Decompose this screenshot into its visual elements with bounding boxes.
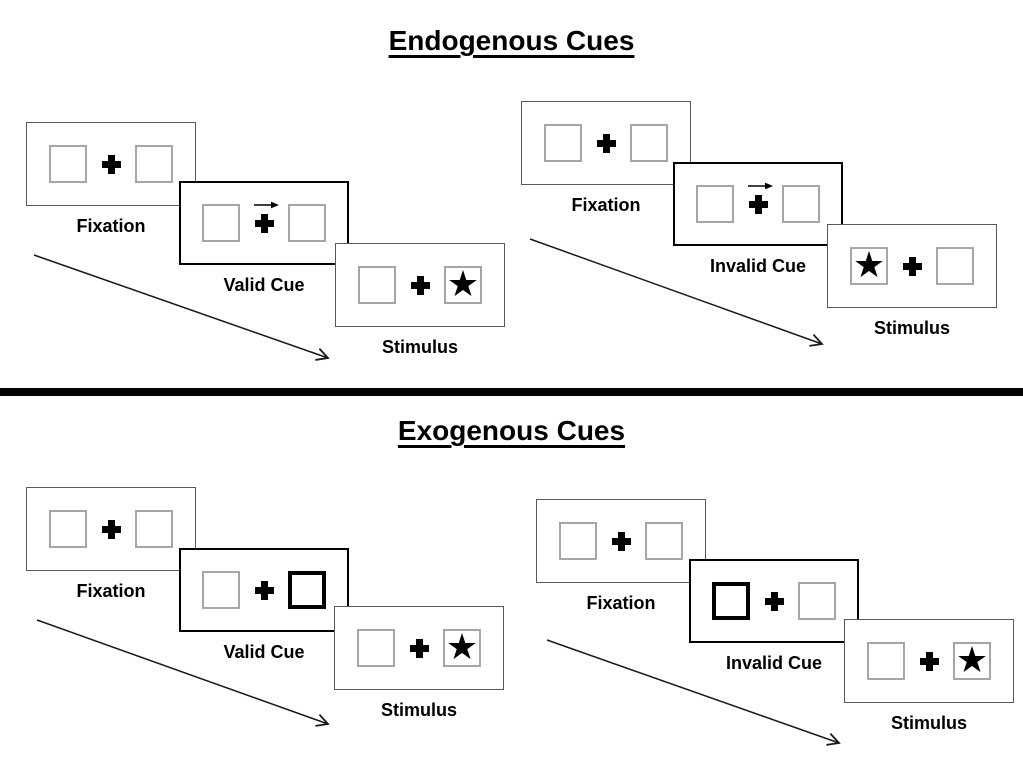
- panel-fixation: Fixation: [521, 101, 691, 216]
- right-box: [798, 582, 836, 620]
- section-divider: [0, 388, 1023, 396]
- left-box: [49, 145, 87, 183]
- right-box-with-star: ★: [953, 638, 991, 680]
- left-box: [357, 629, 395, 667]
- screen: ★: [335, 243, 505, 327]
- star-icon: ★: [852, 243, 886, 285]
- cue-right-arrow-icon: [748, 182, 773, 190]
- right-box: [630, 124, 668, 162]
- plus-icon: [254, 213, 274, 233]
- panel-stimulus: ★ Stimulus: [335, 243, 505, 358]
- left-box: [544, 124, 582, 162]
- panel-stimulus: ★ Stimulus: [827, 224, 997, 339]
- left-box-cue-highlight: [712, 582, 750, 620]
- panel-label: Fixation: [586, 593, 656, 613]
- screen: [179, 548, 349, 632]
- left-box: [202, 571, 240, 609]
- panel-label: Fixation: [76, 581, 146, 601]
- panel-label: Fixation: [76, 216, 146, 236]
- screen: [536, 499, 706, 583]
- panel-label: Invalid Cue: [709, 256, 807, 276]
- left-box: [49, 510, 87, 548]
- fixation-cross: [410, 275, 430, 295]
- right-box-cue-highlight: [288, 571, 326, 609]
- screen: [26, 122, 196, 206]
- fixation-cross: [764, 591, 784, 611]
- panel-label: Stimulus: [873, 318, 950, 338]
- left-box-with-star: ★: [850, 243, 888, 285]
- fixation-cross: [919, 651, 939, 671]
- plus-icon: [748, 194, 768, 214]
- cue-right-arrow-icon: [254, 201, 279, 209]
- panel-invalid-cue: Invalid Cue: [673, 162, 843, 277]
- plus-icon: [101, 154, 121, 174]
- panel-invalid-cue: Invalid Cue: [689, 559, 859, 674]
- section-title-endogenous: Endogenous Cues: [388, 25, 635, 56]
- star-icon: ★: [955, 638, 989, 680]
- panel-fixation: Fixation: [26, 122, 196, 237]
- star-icon: ★: [446, 262, 480, 304]
- panel-label: Stimulus: [890, 713, 967, 733]
- plus-icon: [596, 133, 616, 153]
- screen: [179, 181, 349, 265]
- panel-valid-cue: Valid Cue: [179, 181, 349, 296]
- star-icon: ★: [445, 625, 479, 667]
- plus-icon: [101, 519, 121, 539]
- plus-icon: [919, 651, 939, 671]
- panel-label: Stimulus: [380, 700, 457, 720]
- fixation-cross: [254, 580, 274, 600]
- fixation-cross: [596, 133, 616, 153]
- fixation-cross: [101, 519, 121, 539]
- right-box: [645, 522, 683, 560]
- panel-valid-cue: Valid Cue: [179, 548, 349, 663]
- panel-label: Valid Cue: [223, 275, 305, 295]
- screen: [689, 559, 859, 643]
- plus-icon: [902, 256, 922, 276]
- plus-icon: [611, 531, 631, 551]
- screen: [673, 162, 843, 246]
- panel-fixation: Fixation: [26, 487, 196, 602]
- plus-icon: [410, 275, 430, 295]
- right-box: [135, 510, 173, 548]
- panel-label: Valid Cue: [223, 642, 305, 662]
- panel-label: Invalid Cue: [725, 653, 823, 673]
- fixation-cross: [254, 201, 279, 233]
- left-box: [358, 266, 396, 304]
- screen: ★: [334, 606, 504, 690]
- right-box: [782, 185, 820, 223]
- panel-fixation: Fixation: [536, 499, 706, 614]
- screen: ★: [844, 619, 1014, 703]
- right-box: [288, 204, 326, 242]
- left-box: [696, 185, 734, 223]
- left-box: [559, 522, 597, 560]
- section-title-exogenous: Exogenous Cues: [397, 415, 626, 446]
- left-box: [867, 642, 905, 680]
- fixation-cross: [409, 638, 429, 658]
- fixation-cross: [902, 256, 922, 276]
- panel-stimulus: ★ Stimulus: [334, 606, 504, 721]
- plus-icon: [764, 591, 784, 611]
- panel-label: Fixation: [571, 195, 641, 215]
- panel-stimulus: ★ Stimulus: [844, 619, 1014, 734]
- screen: ★: [827, 224, 997, 308]
- fixation-cross: [611, 531, 631, 551]
- left-box: [202, 204, 240, 242]
- screen: [521, 101, 691, 185]
- right-box-with-star: ★: [444, 262, 482, 304]
- panel-label: Stimulus: [381, 337, 458, 357]
- fixation-cross: [101, 154, 121, 174]
- fixation-cross: [748, 182, 773, 214]
- right-box: [936, 247, 974, 285]
- plus-icon: [254, 580, 274, 600]
- screen: [26, 487, 196, 571]
- right-box-with-star: ★: [443, 625, 481, 667]
- plus-icon: [409, 638, 429, 658]
- right-box: [135, 145, 173, 183]
